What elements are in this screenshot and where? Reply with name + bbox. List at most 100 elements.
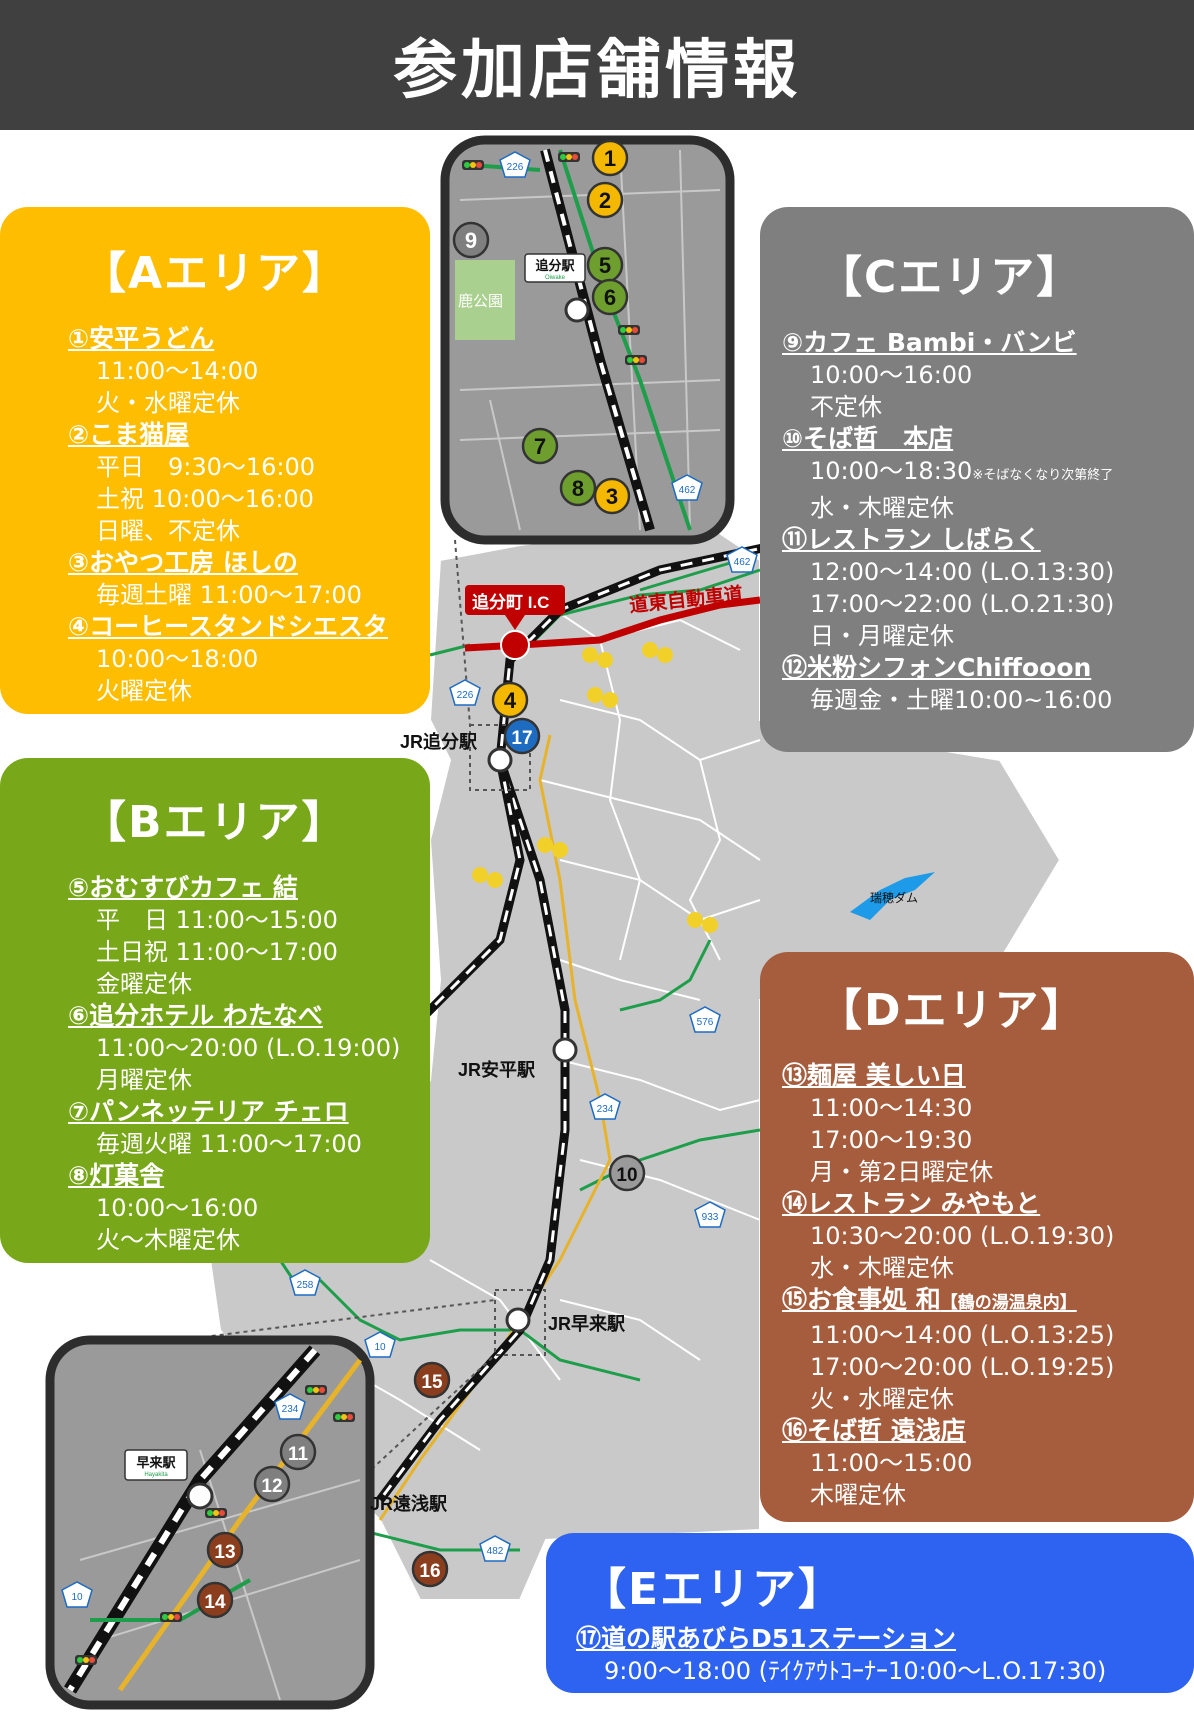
shop-7-name: ⑦パンネッテリア チェロ (68, 1097, 349, 1126)
shop-3-name: ③おやつ工房 ほしの (68, 548, 298, 577)
marker-12 (253, 1465, 291, 1503)
inset-oiwake (440, 135, 735, 545)
route-shields (289, 546, 758, 1562)
area-e-title: 【Eエリア】 (582, 1564, 845, 1615)
marker-14 (196, 1581, 234, 1619)
shop-4-name: ④コーヒースタンドシエスタ (68, 612, 388, 641)
svg-text:482: 482 (487, 1546, 504, 1557)
svg-text:462: 462 (679, 485, 696, 496)
shop-2-hours-holiday: 土祝 10:00〜16:00 (96, 485, 314, 513)
marker-11-label: 11 (288, 1444, 309, 1465)
shop-8-closed: 火〜木曜定休 (96, 1226, 240, 1254)
shop-12: ⑫米粉シフォンChiffooon 毎週金・土曜10:00~16:00 (782, 652, 1194, 716)
shop-15-hours-lunch: 11:00〜14:00 (L.O.13:25) (810, 1321, 1115, 1349)
shop-3-hours: 毎週土曜 11:00〜17:00 (96, 581, 362, 609)
shop-7: ⑦パンネッテリア チェロ 毎週火曜 11:00〜17:00 (68, 1096, 430, 1160)
marker-5-label: 5 (599, 253, 611, 278)
route-234 (378, 734, 612, 1521)
shop-11-name: ⑪レストラン しばらく (782, 525, 1041, 554)
marker-11 (279, 1433, 317, 1471)
shop-15-closed: 火・水曜定休 (810, 1385, 954, 1413)
shop-10-closed: 水・木曜定休 (810, 494, 954, 522)
svg-text:576: 576 (697, 1017, 714, 1028)
shop-11: ⑪レストラン しばらく 12:00〜14:00 (L.O.13:30) 17:0… (782, 524, 1194, 652)
marker-7 (521, 427, 559, 465)
shop-9-closed: 不定休 (810, 393, 882, 421)
shop-15-name-row: ⑮お食事処 和【鶴の湯温泉内】 (782, 1284, 1194, 1319)
shop-15-location: 【鶴の湯温泉内】 (940, 1293, 1077, 1313)
marker-14-label: 14 (204, 1592, 226, 1613)
marker-16 (411, 1550, 449, 1588)
shop-9-name: ⑨カフェ Bambi・バンビ (782, 328, 1077, 357)
svg-text:234: 234 (597, 1104, 614, 1115)
shop-1: ①安平うどん 11:00〜14:00 火・水曜定休 (68, 323, 430, 419)
station-toasa-label: JR遠浅駅 (370, 1493, 448, 1514)
inset-oiwake-station: 追分駅 (535, 258, 575, 273)
marker-16-label: 16 (419, 1561, 440, 1582)
marker-15 (413, 1361, 451, 1399)
marker-8 (559, 469, 597, 507)
shop-16: ⑯そば哲 遠浅店 11:00〜15:00 木曜定休 (782, 1415, 1194, 1511)
shop-14: ⑭レストラン みやもと 10:30〜20:00 (L.O.19:30) 水・木曜… (782, 1188, 1194, 1284)
shop-17-hours: 9:00〜18:00 (ﾃｲｸｱｳﾄｺｰﾅｰ10:00〜L.O.17:30) (604, 1657, 1107, 1685)
marker-6 (591, 278, 629, 316)
shop-10-hours: 10:00〜18:30 (810, 457, 973, 485)
marker-3-label: 3 (606, 484, 618, 509)
shop-16-closed: 木曜定休 (810, 1481, 906, 1509)
marker-13-label: 13 (214, 1542, 235, 1563)
shop-9: ⑨カフェ Bambi・バンビ 10:00〜16:00 不定休 (782, 327, 1194, 423)
shop-6-name: ⑥追分ホテル わたなべ (68, 1001, 323, 1030)
area-c-title: 【Cエリア】 (818, 252, 1083, 303)
shop-13-closed: 月・第2日曜定休 (810, 1158, 994, 1186)
shop-15-hours-dinner: 17:00〜20:00 (L.O.19:25) (810, 1353, 1115, 1381)
shop-1-hours: 11:00〜14:00 (96, 357, 259, 385)
marker-17-label: 17 (511, 728, 532, 749)
svg-text:10: 10 (374, 1342, 386, 1353)
shop-10-name: ⑩そば哲 本店 (782, 424, 954, 453)
marker-7-label: 7 (534, 434, 546, 459)
marker-1-label: 1 (604, 146, 616, 171)
shop-7-hours: 毎週火曜 11:00〜17:00 (96, 1130, 362, 1158)
area-a-title: 【Aエリア】 (82, 248, 349, 299)
park-label: 鹿公園 (458, 293, 503, 310)
marker-15-label: 15 (421, 1372, 443, 1393)
area-d-panel: 【Dエリア】 ⑬麺屋 美しい日 11:00〜14:30 17:00〜19:30 … (760, 952, 1194, 1522)
shop-5-hours-weekday: 平 日 11:00〜15:00 (96, 906, 338, 934)
shop-11-hours-lunch: 12:00〜14:00 (L.O.13:30) (810, 558, 1115, 586)
marker-10 (608, 1154, 646, 1192)
shop-2-hours-weekday: 平日 9:30〜16:00 (96, 453, 316, 481)
area-a-panel: 【Aエリア】 ①安平うどん 11:00〜14:00 火・水曜定休 ②こま猫屋 平… (0, 207, 430, 714)
inset-hayakita-station: 早来駅 (136, 1455, 176, 1470)
shop-4-closed: 火曜定休 (96, 677, 192, 705)
shop-1-closed: 火・水曜定休 (96, 389, 240, 417)
shop-2-closed: 日曜、不定休 (96, 517, 240, 545)
shop-15-name: ⑮お食事処 和 (782, 1285, 941, 1314)
shop-4: ④コーヒースタンドシエスタ 10:00〜18:00 火曜定休 (68, 611, 430, 707)
shop-10-hours-row: 10:00〜18:30※そばなくなり次第終了 (782, 455, 1194, 492)
shop-5: ⑤おむすびカフェ 結 平 日 11:00〜15:00 土日祝 11:00〜17:… (68, 872, 430, 1000)
shop-4-hours: 10:00〜18:00 (96, 645, 259, 673)
marker-4 (491, 681, 529, 719)
marker-6-label: 6 (604, 285, 616, 310)
marker-8-label: 8 (572, 476, 584, 501)
shop-17: ⑰道の駅あびらD51ステーション 9:00〜18:00 (ﾃｲｸｱｳﾄｺｰﾅｰ1… (576, 1623, 1194, 1687)
shop-14-closed: 水・木曜定休 (810, 1254, 954, 1282)
shop-13-hours-dinner: 17:00〜19:30 (810, 1126, 973, 1154)
svg-text:226: 226 (457, 690, 474, 701)
marker-9 (452, 221, 490, 259)
route-numbers: 226 462 576 234 933 258 10 482 226 462 2… (71, 162, 750, 1603)
marker-9-label: 9 (465, 228, 477, 253)
marker-12-label: 12 (261, 1476, 282, 1497)
page-title: 参加店舗情報 (393, 34, 801, 108)
marker-2 (586, 181, 624, 219)
shop-16-name: ⑯そば哲 遠浅店 (782, 1416, 966, 1445)
shop-6: ⑥追分ホテル わたなべ 11:00〜20:00 (L.O.19:00) 月曜定休 (68, 1000, 430, 1096)
shop-3: ③おやつ工房 ほしの 毎週土曜 11:00〜17:00 (68, 547, 430, 611)
marker-numbers: 1 2 3 4 5 6 7 8 9 10 11 12 13 14 15 16 1… (204, 146, 637, 1613)
station-dots (487, 747, 578, 1333)
shop-11-hours-dinner: 17:00〜22:00 (L.O.21:30) (810, 590, 1115, 618)
ic-marker (500, 630, 530, 660)
shop-9-hours: 10:00〜16:00 (810, 361, 973, 389)
shop-17-name: ⑰道の駅あびらD51ステーション (576, 1624, 957, 1653)
